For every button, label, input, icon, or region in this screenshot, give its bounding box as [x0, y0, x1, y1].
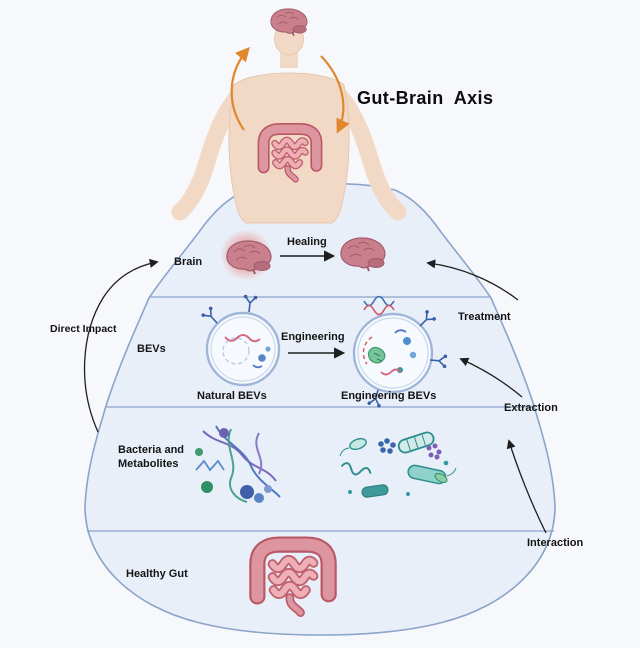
bacteria-row-label-line2: Metabolites	[118, 458, 179, 470]
metabolites-icon	[195, 425, 281, 503]
natural-bev-icon	[199, 293, 281, 387]
human-figure	[171, 8, 407, 224]
engineering-label: Engineering	[281, 331, 345, 343]
right-arm	[329, 85, 407, 221]
teardrop-container	[84, 182, 556, 636]
treatment-arrow-icon	[426, 259, 519, 301]
bevs-row-graphics	[199, 293, 449, 409]
engineered-bev-icon	[352, 295, 449, 409]
bacteria-row-label-line1: Bacteria and	[118, 444, 185, 456]
page-title: Gut-Brain Axis	[357, 88, 494, 108]
brain-to-gut-arrow-icon	[320, 55, 350, 134]
extraction-arrow-icon	[459, 357, 523, 398]
left-arm	[171, 85, 249, 221]
healing-label: Healing	[287, 236, 327, 248]
extraction-label: Extraction	[504, 402, 558, 414]
gut-to-brain-arrow-icon	[230, 46, 250, 131]
engineering-bevs-label: Engineering BEVs	[341, 390, 437, 402]
direct-impact-arrow-icon	[83, 258, 159, 433]
direct-impact-label: Direct Impact	[50, 323, 117, 335]
healthy-gut-label: Healthy Gut	[126, 568, 188, 580]
brain-row-label: Brain	[174, 256, 203, 268]
bevs-row-label: BEVs	[137, 343, 166, 355]
bacteria-icon	[339, 431, 457, 498]
interaction-label: Interaction	[527, 537, 584, 549]
natural-bevs-label: Natural BEVs	[197, 390, 267, 402]
treatment-label: Treatment	[458, 311, 511, 323]
interaction-arrow-icon	[506, 439, 547, 534]
brain-row-graphics	[220, 229, 386, 281]
